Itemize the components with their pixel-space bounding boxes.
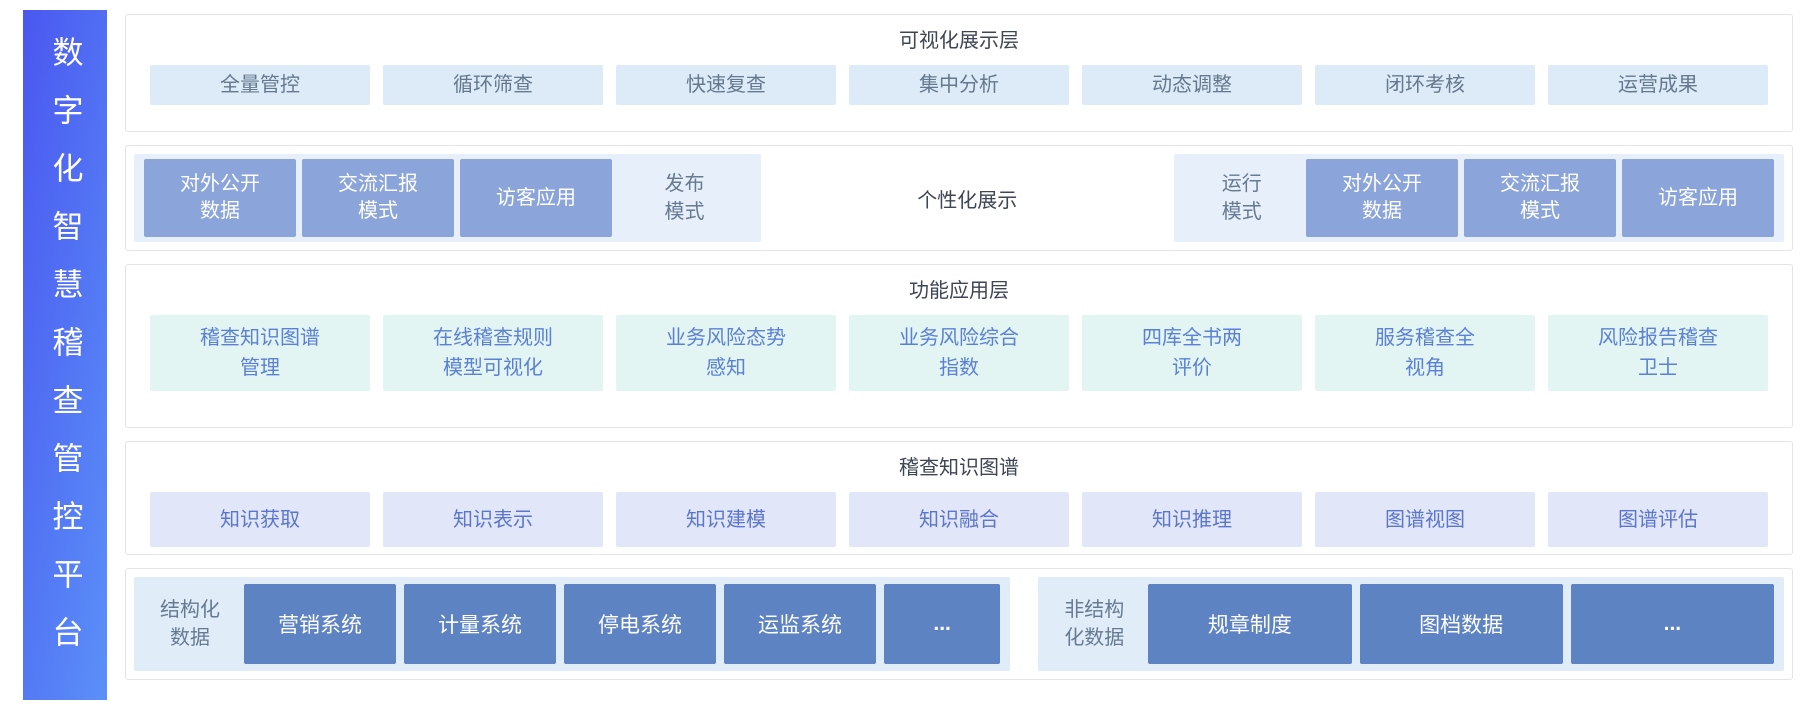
more-systems-box: ... <box>884 584 1001 664</box>
visualization-layer-title: 可视化展示层 <box>899 30 1019 52</box>
visualization-layer-card: 可视化展示层 全量管控 循环筛查 快速复查 集中分析 动态调整 闭环考核 运营成… <box>125 14 1793 132</box>
knowledge-chip: 知识表示 <box>383 492 603 547</box>
personalized-display-label: 个性化展示 <box>917 189 1018 212</box>
data-source-layer-card: 结构化 数据 营销系统 计量系统 停电系统 运监系统 ... 非结构 化数据 规… <box>125 568 1793 680</box>
capability-chip: 动态调整 <box>1082 65 1302 105</box>
knowledge-chip: 知识建模 <box>616 492 836 547</box>
mode-box: 交流汇报 模式 <box>302 159 454 237</box>
mode-box: 访客应用 <box>460 159 612 237</box>
capability-chip: 闭环考核 <box>1315 65 1535 105</box>
visualization-chip-row: 全量管控 循环筛查 快速复查 集中分析 动态调整 闭环考核 运营成果 <box>126 52 1792 105</box>
unstructured-data-panel: 非结构 化数据 规章制度 图档数据 ... <box>1038 577 1784 671</box>
mode-box: 交流汇报 模式 <box>1464 159 1616 237</box>
mode-box: 对外公开 数据 <box>144 159 296 237</box>
capability-chip: 运营成果 <box>1548 65 1768 105</box>
capability-chip: 全量管控 <box>150 65 370 105</box>
function-chip: 稽查知识图谱 管理 <box>150 315 370 391</box>
function-chip: 业务风险综合 指数 <box>849 315 1069 391</box>
architecture-diagram: 可视化展示层 全量管控 循环筛查 快速复查 集中分析 动态调整 闭环考核 运营成… <box>125 14 1793 680</box>
function-chip: 四库全书两 评价 <box>1082 315 1302 391</box>
function-chip: 业务风险态势 感知 <box>616 315 836 391</box>
system-box: 停电系统 <box>564 584 716 664</box>
knowledge-graph-chip-row: 知识获取 知识表示 知识建模 知识融合 知识推理 图谱视图 图谱评估 <box>126 479 1792 547</box>
knowledge-chip: 知识获取 <box>150 492 370 547</box>
function-chip: 服务稽查全 视角 <box>1315 315 1535 391</box>
knowledge-graph-layer-card: 稽查知识图谱 知识获取 知识表示 知识建模 知识融合 知识推理 图谱视图 图谱评… <box>125 441 1793 555</box>
mode-box: 对外公开 数据 <box>1306 159 1458 237</box>
function-layer-card: 功能应用层 稽查知识图谱 管理 在线稽查规则 模型可视化 业务风险态势 感知 业… <box>125 264 1793 428</box>
capability-chip: 快速复查 <box>616 65 836 105</box>
structured-data-label: 结构化 数据 <box>160 599 220 649</box>
function-chip: 在线稽查规则 模型可视化 <box>383 315 603 391</box>
system-box: 营销系统 <box>244 584 396 664</box>
system-box: 规章制度 <box>1148 584 1352 664</box>
structured-data-panel: 结构化 数据 营销系统 计量系统 停电系统 运监系统 ... <box>134 577 1011 671</box>
knowledge-graph-layer-title: 稽查知识图谱 <box>899 457 1019 479</box>
run-mode-panel: 运行 模式 对外公开 数据 交流汇报 模式 访客应用 <box>1173 154 1784 242</box>
more-systems-box: ... <box>1570 584 1775 664</box>
system-box: 计量系统 <box>404 584 556 664</box>
platform-title: 数字化智慧稽查管控平台 <box>47 36 83 674</box>
run-mode-label: 运行 模式 <box>1221 173 1262 223</box>
system-box: 图档数据 <box>1359 584 1563 664</box>
knowledge-chip: 图谱评估 <box>1548 492 1768 547</box>
platform-title-bar: 数字化智慧稽查管控平台 <box>23 10 107 700</box>
knowledge-chip: 图谱视图 <box>1315 492 1535 547</box>
capability-chip: 循环筛查 <box>383 65 603 105</box>
knowledge-chip: 知识融合 <box>849 492 1069 547</box>
system-box: 运监系统 <box>724 584 876 664</box>
knowledge-chip: 知识推理 <box>1082 492 1302 547</box>
function-chip-row: 稽查知识图谱 管理 在线稽查规则 模型可视化 业务风险态势 感知 业务风险综合 … <box>126 302 1792 391</box>
function-layer-title: 功能应用层 <box>909 280 1009 302</box>
unstructured-data-label: 非结构 化数据 <box>1064 599 1125 649</box>
publish-mode-label: 发布 模式 <box>664 173 705 223</box>
mode-box: 访客应用 <box>1622 159 1774 237</box>
capability-chip: 集中分析 <box>849 65 1069 105</box>
display-mode-layer-card: 对外公开 数据 交流汇报 模式 访客应用 发布 模式 个性化展示 运行 模式 对… <box>125 145 1793 251</box>
publish-mode-panel: 对外公开 数据 交流汇报 模式 访客应用 发布 模式 <box>134 154 761 242</box>
function-chip: 风险报告稽查 卫士 <box>1548 315 1768 391</box>
